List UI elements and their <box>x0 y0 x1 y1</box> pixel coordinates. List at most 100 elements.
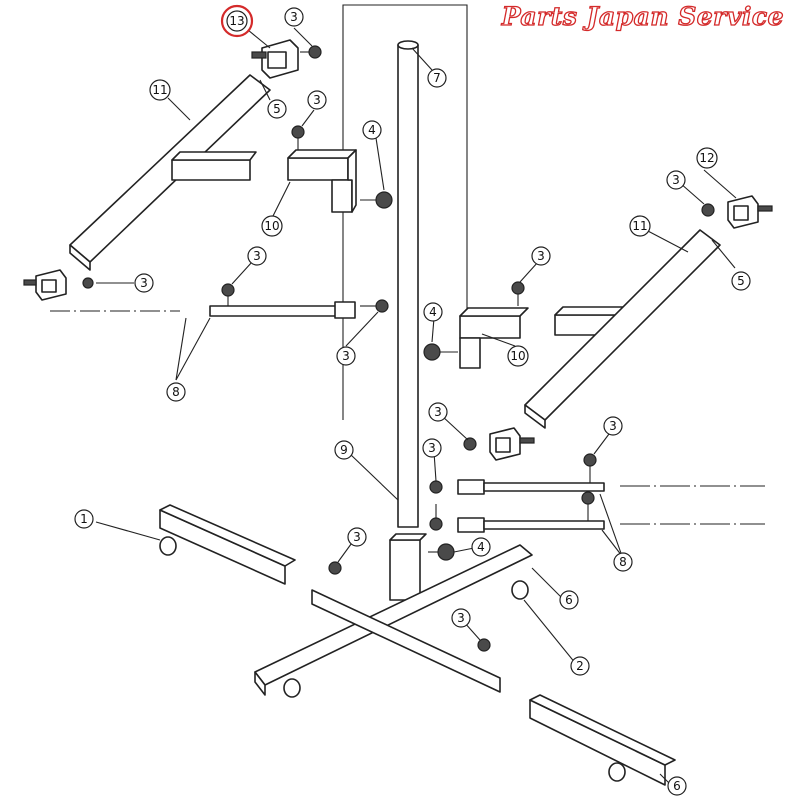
right-rod-assembly <box>429 453 765 533</box>
svg-text:3: 3 <box>313 93 321 107</box>
highlight-ring <box>220 4 254 38</box>
clamp-12 <box>701 195 773 229</box>
svg-text:3: 3 <box>537 249 545 263</box>
callout-11-right: 11 <box>629 215 651 237</box>
callout-12: 12 <box>696 147 718 169</box>
svg-text:10: 10 <box>510 349 525 363</box>
callout-4-right: 4 <box>423 302 443 322</box>
base-beam-main-end <box>254 671 266 696</box>
callout-1: 1 <box>74 509 94 529</box>
callout-5-left: 5 <box>267 99 287 119</box>
callouts: 13 3 7 11 5 3 4 10 3 3 8 3 12 3 11 5 3 4… <box>74 4 751 796</box>
t-block-face <box>287 157 349 181</box>
base-socket-top <box>389 533 427 541</box>
svg-text:8: 8 <box>172 385 180 399</box>
t-block-right-leg <box>459 337 481 369</box>
rod-thick-right-upper <box>483 482 605 492</box>
callout-9: 9 <box>334 440 354 460</box>
svg-text:2: 2 <box>576 659 584 673</box>
rod-socket-left <box>334 301 356 319</box>
wing-nut-top-left <box>300 45 322 59</box>
svg-text:3: 3 <box>428 441 436 455</box>
callout-3-rod-left: 3 <box>247 246 267 266</box>
clamp-13 <box>251 39 299 79</box>
caster-left <box>159 536 177 556</box>
callout-3-base-right: 3 <box>451 608 471 628</box>
callout-3-rod-right-upper: 3 <box>422 438 442 458</box>
t-block-right-top <box>459 307 529 317</box>
svg-text:3: 3 <box>253 249 261 263</box>
svg-text:3: 3 <box>353 530 361 544</box>
callout-3-base-left: 3 <box>347 527 367 547</box>
caster-front-right <box>608 762 626 782</box>
center-pole <box>342 4 468 528</box>
svg-text:3: 3 <box>457 611 465 625</box>
svg-text:6: 6 <box>565 593 573 607</box>
svg-text:3: 3 <box>672 173 680 187</box>
knob-upper-left <box>360 191 393 209</box>
t-block-leg <box>331 179 353 213</box>
upper-left-arm-assembly <box>23 39 393 301</box>
left-rod-assembly <box>50 283 389 319</box>
callout-5-right: 5 <box>731 271 751 291</box>
arm-bar-right-end <box>524 404 546 429</box>
base-socket <box>389 539 421 601</box>
callout-11-left: 11 <box>149 79 171 101</box>
svg-text:5: 5 <box>273 102 281 116</box>
callout-3-tblock-left: 3 <box>307 90 327 110</box>
arm-bar-left-end <box>69 244 91 271</box>
svg-text:4: 4 <box>429 305 437 319</box>
callout-8-right: 8 <box>613 552 633 572</box>
right-arm-assembly <box>423 195 773 461</box>
callout-3-right-clamp: 3 <box>666 170 686 190</box>
callout-3-rod-right-far: 3 <box>603 416 623 436</box>
callout-7: 7 <box>427 68 447 88</box>
callout-3-tblock-right: 3 <box>531 246 551 266</box>
rod-socket-right-lower <box>457 517 485 533</box>
svg-text:3: 3 <box>434 405 442 419</box>
base-assembly <box>159 504 676 786</box>
callout-2: 2 <box>570 656 590 676</box>
svg-text:5: 5 <box>737 274 745 288</box>
svg-text:3: 3 <box>609 419 617 433</box>
t-block-top <box>287 149 357 159</box>
clamp-mid-right <box>463 427 535 461</box>
knob-right <box>423 343 458 361</box>
t-stub-left <box>171 159 251 181</box>
callout-10-right: 10 <box>507 345 529 367</box>
wing-nut-base-left <box>328 561 342 575</box>
svg-text:6: 6 <box>673 779 681 793</box>
svg-text:8: 8 <box>619 555 627 569</box>
svg-text:12: 12 <box>699 151 714 165</box>
callout-4-upper: 4 <box>362 120 382 140</box>
callout-13-upper-left: 13 <box>220 4 254 38</box>
callout-3-mid-right-clamp: 3 <box>428 402 448 422</box>
rod-thick-right-lower <box>483 520 605 530</box>
svg-text:3: 3 <box>290 10 298 24</box>
base-beam-cross <box>311 589 501 693</box>
callout-4-base: 4 <box>471 537 491 557</box>
caster-back-right <box>511 580 529 600</box>
callout-3-lower-left-clamp: 3 <box>134 273 154 293</box>
pole-body <box>397 44 419 528</box>
svg-text:7: 7 <box>433 71 441 85</box>
pole-top <box>397 40 419 50</box>
wing-nut-tblock-right <box>511 281 525 306</box>
base-leg-left-top <box>159 504 296 567</box>
svg-text:11: 11 <box>632 219 647 233</box>
svg-text:1: 1 <box>80 512 88 526</box>
svg-text:3: 3 <box>140 276 148 290</box>
svg-text:4: 4 <box>477 540 485 554</box>
svg-text:3: 3 <box>342 349 350 363</box>
callout-3-rod-left-nut: 3 <box>336 346 356 366</box>
t-block-side <box>347 149 357 213</box>
wing-nut-rod-left <box>221 283 389 313</box>
caster-front-left <box>283 678 301 698</box>
wing-nuts-right-rods <box>429 453 597 531</box>
rod-socket-right-upper <box>457 479 485 495</box>
svg-text:11: 11 <box>152 83 167 97</box>
base-leg-right <box>529 699 666 786</box>
clamp-lower-left <box>23 269 94 301</box>
svg-text:10: 10 <box>264 219 279 233</box>
